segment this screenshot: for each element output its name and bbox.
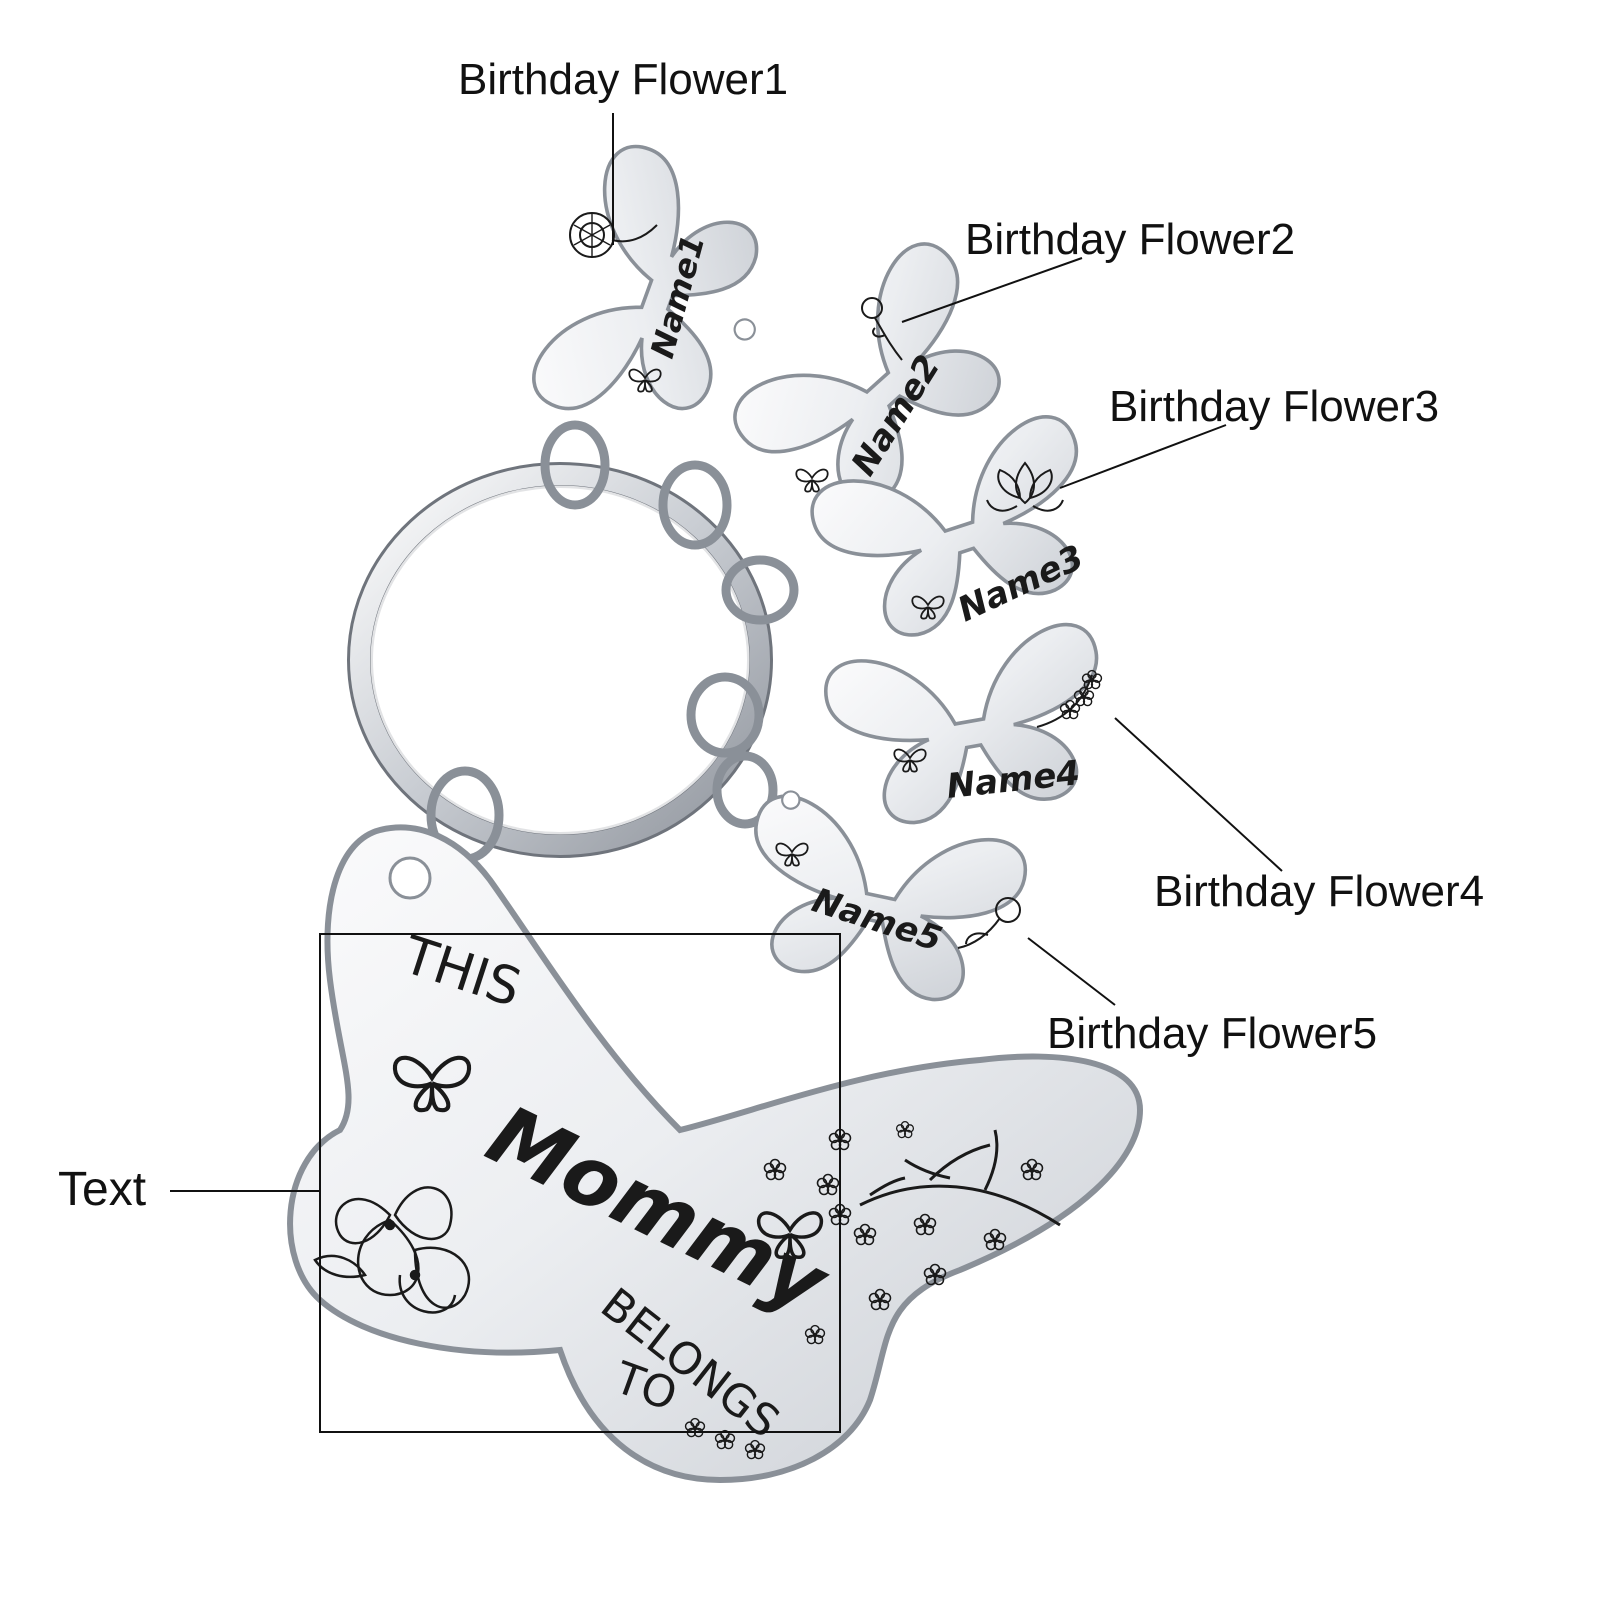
key-ring: [347, 462, 773, 858]
callout-birthday-flower-3: Birthday Flower3: [1109, 382, 1440, 431]
charm-5: [726, 788, 1033, 1015]
flower-engraving-2: [861, 297, 903, 361]
jump-rings: [426, 420, 799, 864]
callout-text: Text: [58, 1163, 147, 1216]
flower-engraving-5: [957, 897, 1021, 949]
main-tag: [287, 824, 1144, 1484]
callout-birthday-flower-2: Birthday Flower2: [965, 215, 1296, 264]
pansy-engraving: [313, 1186, 471, 1314]
text-area-box: [319, 933, 841, 1433]
leader-lines: [170, 113, 1283, 1192]
callout-birthday-flower-5: Birthday Flower5: [1047, 1009, 1378, 1058]
branch-engraving: [859, 1129, 1061, 1227]
flower-engraving-3: [986, 461, 1064, 512]
callout-birthday-flower-1: Birthday Flower1: [458, 55, 789, 104]
charm-1: [523, 136, 780, 455]
callout-birthday-flower-4: Birthday Flower4: [1154, 867, 1485, 916]
flower-engraving-4: [1036, 669, 1103, 728]
